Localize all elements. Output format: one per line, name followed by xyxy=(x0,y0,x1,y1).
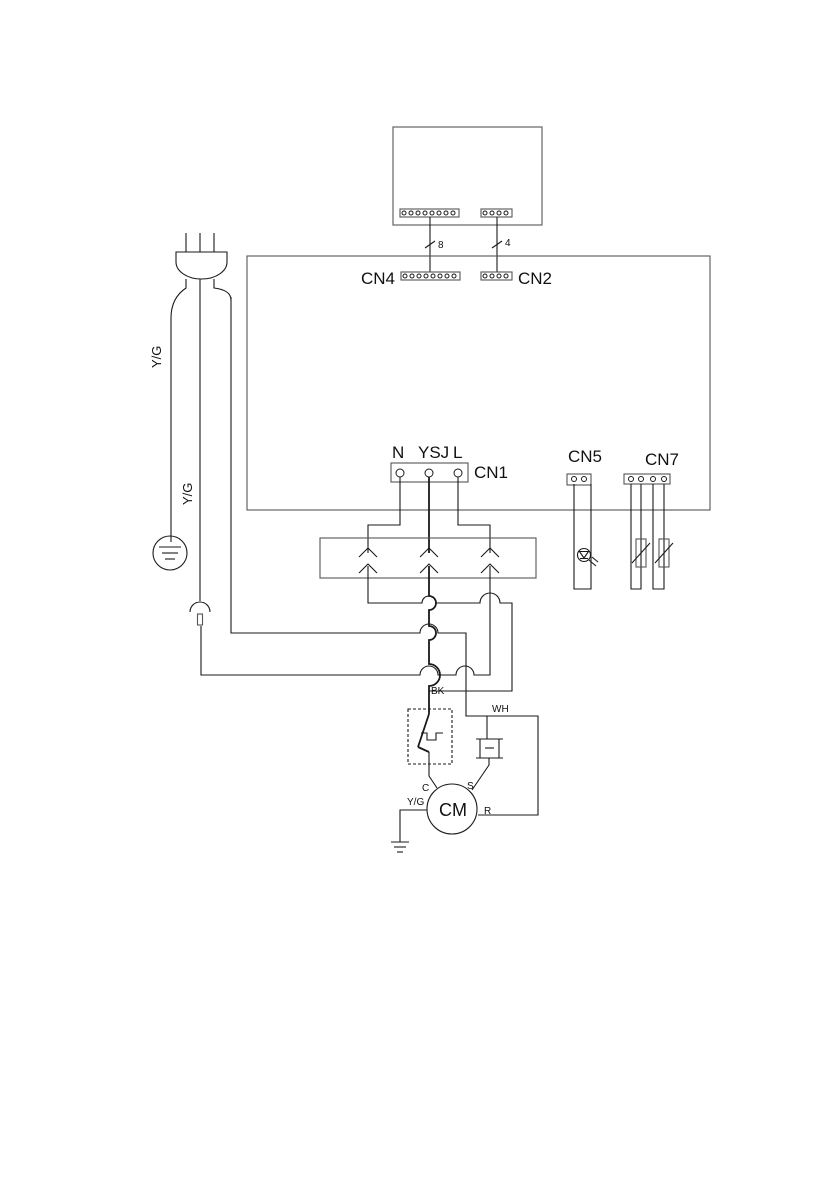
cn7-thermistor-1-loop xyxy=(631,484,641,589)
motor-terminal-r-label: R xyxy=(484,806,491,817)
connector-block xyxy=(320,538,536,578)
bk-wire-label: BK xyxy=(431,686,445,697)
motor-yg-label: Y/G xyxy=(407,797,424,808)
l-wire-to-connector xyxy=(458,477,490,553)
n-wire-to-connector xyxy=(368,477,400,553)
cn5-sensor-icon xyxy=(578,549,599,567)
earth-ground-icon xyxy=(153,536,187,570)
motor-ground-icon xyxy=(391,842,409,852)
plug-yg-label: Y/G xyxy=(149,346,164,368)
motor-terminal-s-label: S xyxy=(467,781,474,792)
c-wire xyxy=(429,764,437,788)
display-board-8pin-header xyxy=(400,209,459,217)
cn4-header xyxy=(401,272,460,280)
cn4-bus-count: 8 xyxy=(438,240,444,251)
cn2-bus-count: 4 xyxy=(505,238,511,249)
cn5-sensor-loop xyxy=(574,484,591,589)
display-board-4pin-header xyxy=(481,209,512,217)
cn1-terminal-ysj-label: YSJ xyxy=(418,443,449,462)
socket-icon xyxy=(190,602,210,625)
cn5-header xyxy=(567,474,591,485)
display-board xyxy=(393,127,542,225)
socket-yg-label: Y/G xyxy=(180,483,195,505)
cn1-terminal-l-label: L xyxy=(453,443,462,462)
cn7-thermistor-2-loop xyxy=(653,484,664,589)
plug-live-wire xyxy=(214,279,231,300)
motor-earth-wire xyxy=(400,810,427,842)
cn1-label: CN1 xyxy=(474,463,508,482)
compressor-motor-label: CM xyxy=(439,800,467,820)
overload-protector-box xyxy=(408,709,452,764)
capacitor-to-s-wire xyxy=(472,758,489,790)
power-plug-icon xyxy=(176,233,227,279)
overload-switch xyxy=(418,709,443,764)
wh-wire-label: WH xyxy=(492,704,509,715)
cn2-header xyxy=(481,272,512,280)
l-wire-to-socket xyxy=(201,566,490,675)
cn7-label: CN7 xyxy=(645,450,679,469)
run-capacitor-icon xyxy=(476,739,503,758)
cn4-label: CN4 xyxy=(361,269,395,288)
cn1-terminal-n-label: N xyxy=(392,443,404,462)
supply-wire-to-capacitor xyxy=(231,297,487,716)
cn2-label: CN2 xyxy=(518,269,552,288)
cn7-header xyxy=(624,474,670,484)
cn5-label: CN5 xyxy=(568,447,602,466)
motor-terminal-c-label: C xyxy=(422,783,429,794)
